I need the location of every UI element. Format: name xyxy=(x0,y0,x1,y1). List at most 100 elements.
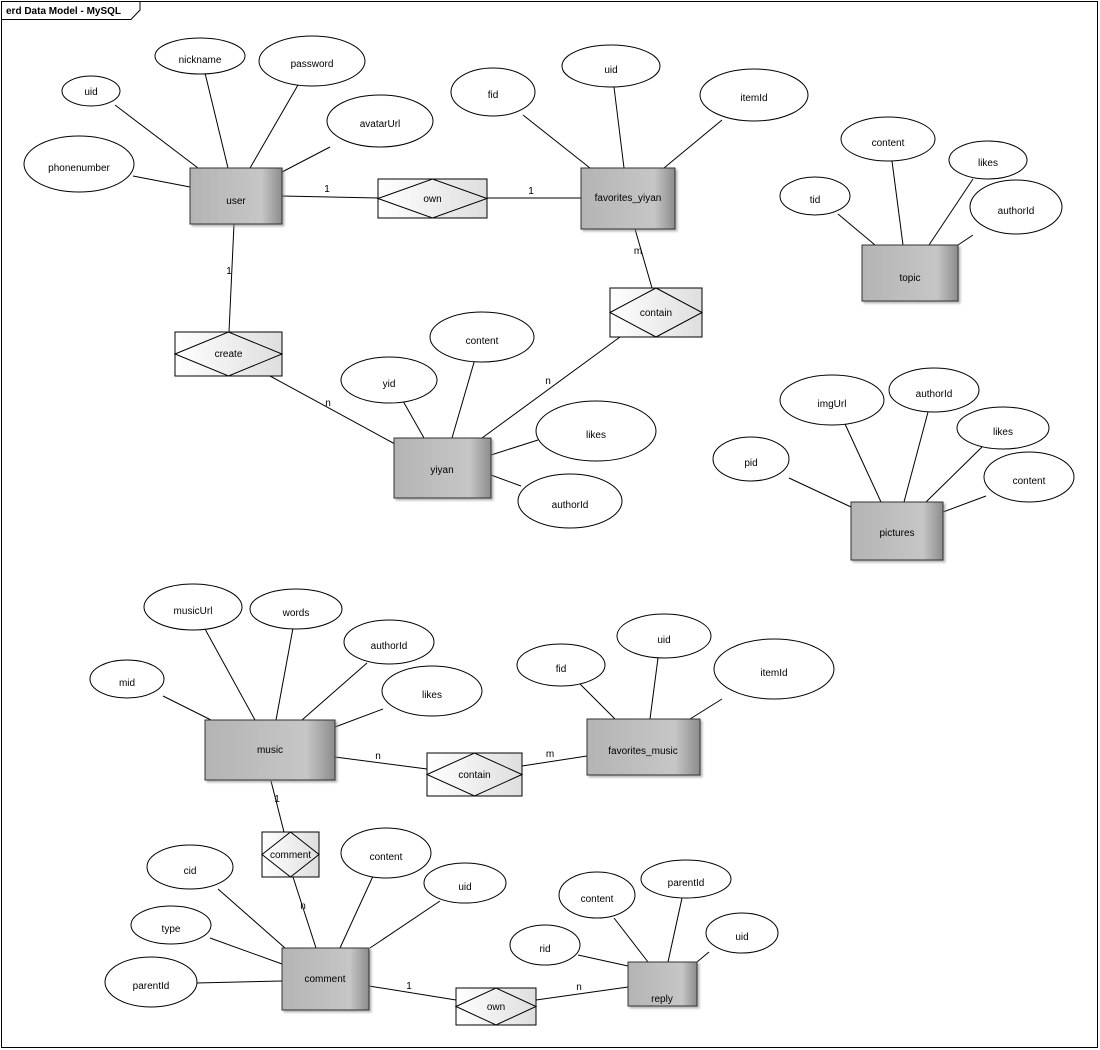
relationship-own-comment-reply[interactable]: own xyxy=(454,987,538,1026)
attribute-user-phonenumber[interactable]: phonenumber xyxy=(23,135,135,193)
attribute-label: parentId xyxy=(668,878,705,889)
attribute-pictures-content[interactable]: content xyxy=(983,451,1075,503)
relationship-contain-music[interactable]: contain xyxy=(425,752,524,797)
attribute-comment-parentid[interactable]: parentId xyxy=(104,956,198,1008)
attribute-favorites-yiyan-itemid[interactable]: itemId xyxy=(699,68,809,122)
attribute-favorites-music-fid[interactable]: fid xyxy=(516,643,606,687)
entity-label: topic xyxy=(899,273,920,284)
entity-label: user xyxy=(226,196,246,207)
attribute-label: itemId xyxy=(740,93,767,104)
relationship-label: own xyxy=(487,1002,505,1013)
attribute-user-password[interactable]: password xyxy=(258,35,366,87)
cardinality-label: n xyxy=(576,982,582,993)
attribute-reply-uid[interactable]: uid xyxy=(705,912,779,954)
attribute-favorites-yiyan-fid[interactable]: fid xyxy=(450,67,536,117)
attribute-label: password xyxy=(291,59,334,70)
attributes: uid nickname password avatarUrl phonenum… xyxy=(23,35,1075,1008)
attribute-topic-tid[interactable]: tid xyxy=(779,176,851,216)
entity-favorites-music[interactable]: favorites_music xyxy=(586,718,701,776)
attribute-pictures-imgurl[interactable]: imgUrl xyxy=(779,374,885,426)
attribute-label: likes xyxy=(422,690,442,701)
entity-comment[interactable]: comment xyxy=(281,947,370,1011)
relationship-label: contain xyxy=(640,308,672,319)
attribute-label: rid xyxy=(539,944,550,955)
entity-label: reply xyxy=(651,994,673,1005)
attribute-music-likes[interactable]: likes xyxy=(381,665,483,717)
relationship-label: create xyxy=(215,349,243,360)
attribute-user-uid[interactable]: uid xyxy=(61,75,121,107)
attribute-topic-likes[interactable]: likes xyxy=(948,140,1028,180)
cardinality-labels: 1 1 1 n m n n m 1 n 1 n xyxy=(226,184,642,993)
entity-label: comment xyxy=(304,974,345,985)
attribute-label: content xyxy=(370,852,403,863)
cardinality-label: m xyxy=(634,246,642,257)
attribute-pictures-authorid[interactable]: authorId xyxy=(888,367,980,413)
attribute-label: content xyxy=(466,336,499,347)
attribute-reply-rid[interactable]: rid xyxy=(509,924,581,966)
entity-reply[interactable]: reply xyxy=(627,961,698,1007)
entity-music[interactable]: music xyxy=(204,719,336,781)
attribute-label: uid xyxy=(84,87,97,98)
attribute-yiyan-authorid[interactable]: authorId xyxy=(517,473,623,529)
attribute-user-avatarurl[interactable]: avatarUrl xyxy=(326,94,434,148)
attribute-label: authorId xyxy=(916,389,953,400)
attribute-label: words xyxy=(282,608,310,619)
attribute-pictures-likes[interactable]: likes xyxy=(956,406,1050,450)
entity-yiyan[interactable]: yiyan xyxy=(393,437,492,499)
frame-title: erd Data Model - MySQL xyxy=(6,6,121,17)
attribute-yiyan-yid[interactable]: yid xyxy=(340,356,438,404)
attribute-label: authorId xyxy=(998,206,1035,217)
attribute-comment-cid[interactable]: cid xyxy=(146,844,234,890)
attribute-music-words[interactable]: words xyxy=(249,588,343,630)
attribute-label: uid xyxy=(657,635,670,646)
attribute-reply-content[interactable]: content xyxy=(558,871,636,919)
attribute-label: avatarUrl xyxy=(360,119,401,130)
cardinality-label: 1 xyxy=(274,794,280,805)
relationship-comment[interactable]: comment xyxy=(261,831,320,878)
attribute-yiyan-likes[interactable]: likes xyxy=(535,400,657,462)
relationship-label: contain xyxy=(458,770,490,781)
attribute-music-authorid[interactable]: authorId xyxy=(343,619,435,665)
entity-pictures[interactable]: pictures xyxy=(850,501,944,561)
attribute-label: cid xyxy=(184,866,197,877)
attribute-music-musicurl[interactable]: musicUrl xyxy=(143,583,243,631)
cardinality-label: n xyxy=(300,901,306,912)
attribute-favorites-music-uid[interactable]: uid xyxy=(616,613,712,659)
attribute-label: phonenumber xyxy=(48,163,110,174)
cardinality-label: m xyxy=(546,749,554,760)
attribute-label: nickname xyxy=(179,55,222,66)
attribute-label: authorId xyxy=(371,641,408,652)
attribute-label: authorId xyxy=(552,500,589,511)
relationship-create[interactable]: create xyxy=(173,331,284,377)
attribute-user-nickname[interactable]: nickname xyxy=(154,37,246,75)
attribute-comment-uid[interactable]: uid xyxy=(423,862,507,904)
attribute-pictures-pid[interactable]: pid xyxy=(712,436,790,482)
attribute-label: content xyxy=(581,894,614,905)
attribute-label: likes xyxy=(993,427,1013,438)
entity-favorites-yiyan[interactable]: favorites_yiyan xyxy=(580,167,676,230)
attribute-label: uid xyxy=(458,882,471,893)
attribute-label: content xyxy=(872,138,905,149)
attribute-comment-content[interactable]: content xyxy=(340,827,432,879)
attribute-music-mid[interactable]: mid xyxy=(89,659,165,699)
relationship-contain-yiyan[interactable]: contain xyxy=(608,287,704,338)
entity-label: music xyxy=(257,745,283,756)
relationship-own-user-favorites[interactable]: own xyxy=(376,178,489,219)
attribute-yiyan-content[interactable]: content xyxy=(429,311,535,363)
entity-user[interactable]: user xyxy=(189,167,283,225)
attribute-comment-type[interactable]: type xyxy=(130,905,212,945)
edges xyxy=(114,72,987,1001)
relationship-label: comment xyxy=(270,850,311,861)
entity-topic[interactable]: topic xyxy=(861,244,959,302)
attribute-label: likes xyxy=(586,430,606,441)
cardinality-label: 1 xyxy=(406,981,412,992)
entities: user favorites_yiyan topic yiyan picture… xyxy=(189,167,959,1011)
attribute-reply-parentid[interactable]: parentId xyxy=(640,859,732,899)
attribute-topic-content[interactable]: content xyxy=(840,116,936,162)
entity-label: pictures xyxy=(879,528,914,539)
attribute-label: fid xyxy=(556,664,567,675)
attribute-favorites-music-itemid[interactable]: itemId xyxy=(713,638,835,700)
attribute-topic-authorid[interactable]: authorId xyxy=(969,179,1063,235)
attribute-favorites-yiyan-uid[interactable]: uid xyxy=(561,44,661,88)
